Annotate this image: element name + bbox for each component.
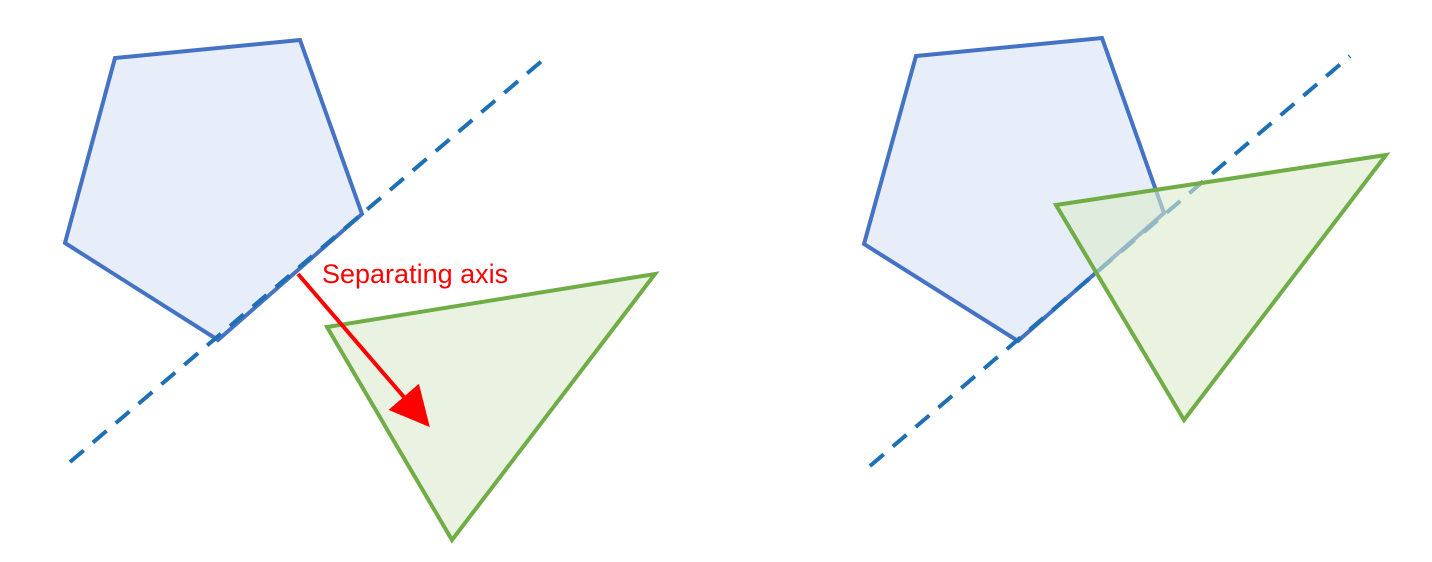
pentagon-right [861, 35, 1167, 344]
panel-right [861, 35, 1391, 468]
separating-axis-label: Separating axis [322, 259, 508, 289]
panel-left: Separating axis [62, 37, 660, 544]
separating-line-left [68, 52, 552, 464]
triangle-left [323, 271, 660, 544]
separating-axis-arrow [296, 272, 430, 428]
triangle-right [1052, 152, 1391, 424]
